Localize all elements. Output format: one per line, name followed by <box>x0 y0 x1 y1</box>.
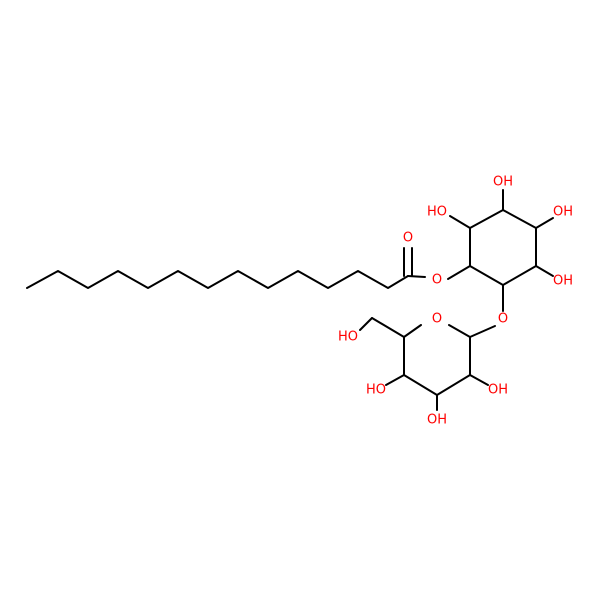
hydroxyl-label: OH <box>553 274 573 289</box>
inositol-ring <box>469 209 537 286</box>
ring-oxygen-label: O <box>432 312 442 327</box>
hydroxyl-label: OH <box>493 175 513 190</box>
hydroxyl-label: HO <box>338 330 358 345</box>
c-oh-bond <box>385 374 405 386</box>
c-oh-bond <box>535 265 554 277</box>
hydroxyl-label: OH <box>553 205 573 220</box>
glycosidic-oxygen-label: O <box>498 312 508 327</box>
glycosidic-bond-2 <box>469 325 496 338</box>
ester-oxygen-label: O <box>432 273 442 288</box>
bond-lines <box>26 189 554 411</box>
carbonyl-oxygen-label: O <box>403 231 413 246</box>
ester-bond-2 <box>447 265 471 280</box>
ester-bond <box>407 275 426 278</box>
atom-labels: OH HO OH OH O O O HO O HO OH OH <box>338 175 573 428</box>
ch2oh-bond-2 <box>359 317 373 331</box>
c-oh-bond <box>469 374 489 386</box>
ch2oh-bond <box>371 317 405 338</box>
hydroxyl-label: HO <box>366 383 386 398</box>
hydroxyl-label: HO <box>427 205 447 220</box>
hydroxyl-label: OH <box>427 413 447 428</box>
c-oh-bond <box>449 215 471 229</box>
c-oh-bond <box>535 217 554 229</box>
pyranose-ring <box>403 324 471 396</box>
hydroxyl-label: OH <box>488 383 508 398</box>
alkyl-chain <box>26 270 409 289</box>
